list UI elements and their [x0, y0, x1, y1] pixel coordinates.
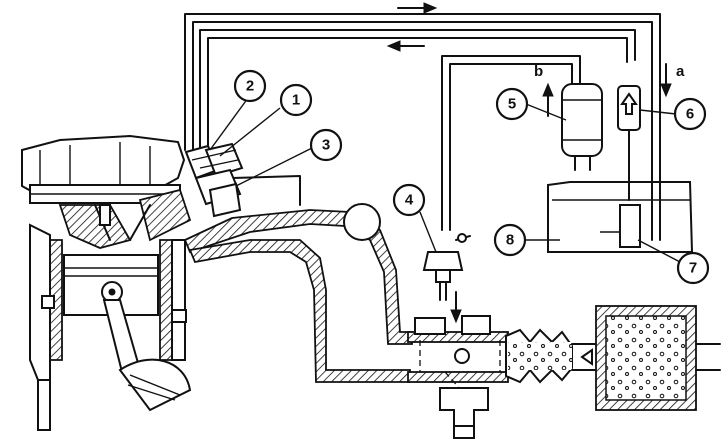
callout-3: 3 — [309, 128, 343, 162]
callout-2: 2 — [233, 69, 267, 103]
callout-2-label: 2 — [246, 78, 254, 95]
callout-7: 7 — [676, 251, 710, 285]
flow-arrows — [386, 2, 672, 324]
fuel-injectors — [184, 142, 244, 218]
callout-6: 6 — [673, 97, 707, 131]
callout-8-label: 8 — [506, 232, 514, 249]
callout-4: 4 — [392, 183, 426, 217]
fuel-lines — [184, 13, 661, 231]
callout-7-label: 7 — [689, 260, 697, 277]
callout-5-label: 5 — [508, 96, 516, 113]
callout-6-label: 6 — [686, 106, 694, 123]
letter-b: b — [534, 63, 543, 80]
intake-manifold — [183, 203, 413, 383]
air-duct — [505, 305, 721, 411]
callout-8: 8 — [493, 223, 527, 257]
leader-lines — [209, 97, 681, 263]
pressure-regulator — [422, 233, 471, 301]
letter-a: a — [676, 63, 685, 80]
callout-1-label: 1 — [292, 92, 300, 109]
callout-5: 5 — [495, 87, 529, 121]
callout-1: 1 — [279, 83, 313, 117]
engine — [21, 134, 192, 431]
fuel-tank-assembly — [547, 83, 694, 253]
callout-4-label: 4 — [405, 192, 414, 209]
throttle-body — [407, 315, 509, 439]
callout-3-label: 3 — [322, 137, 330, 154]
